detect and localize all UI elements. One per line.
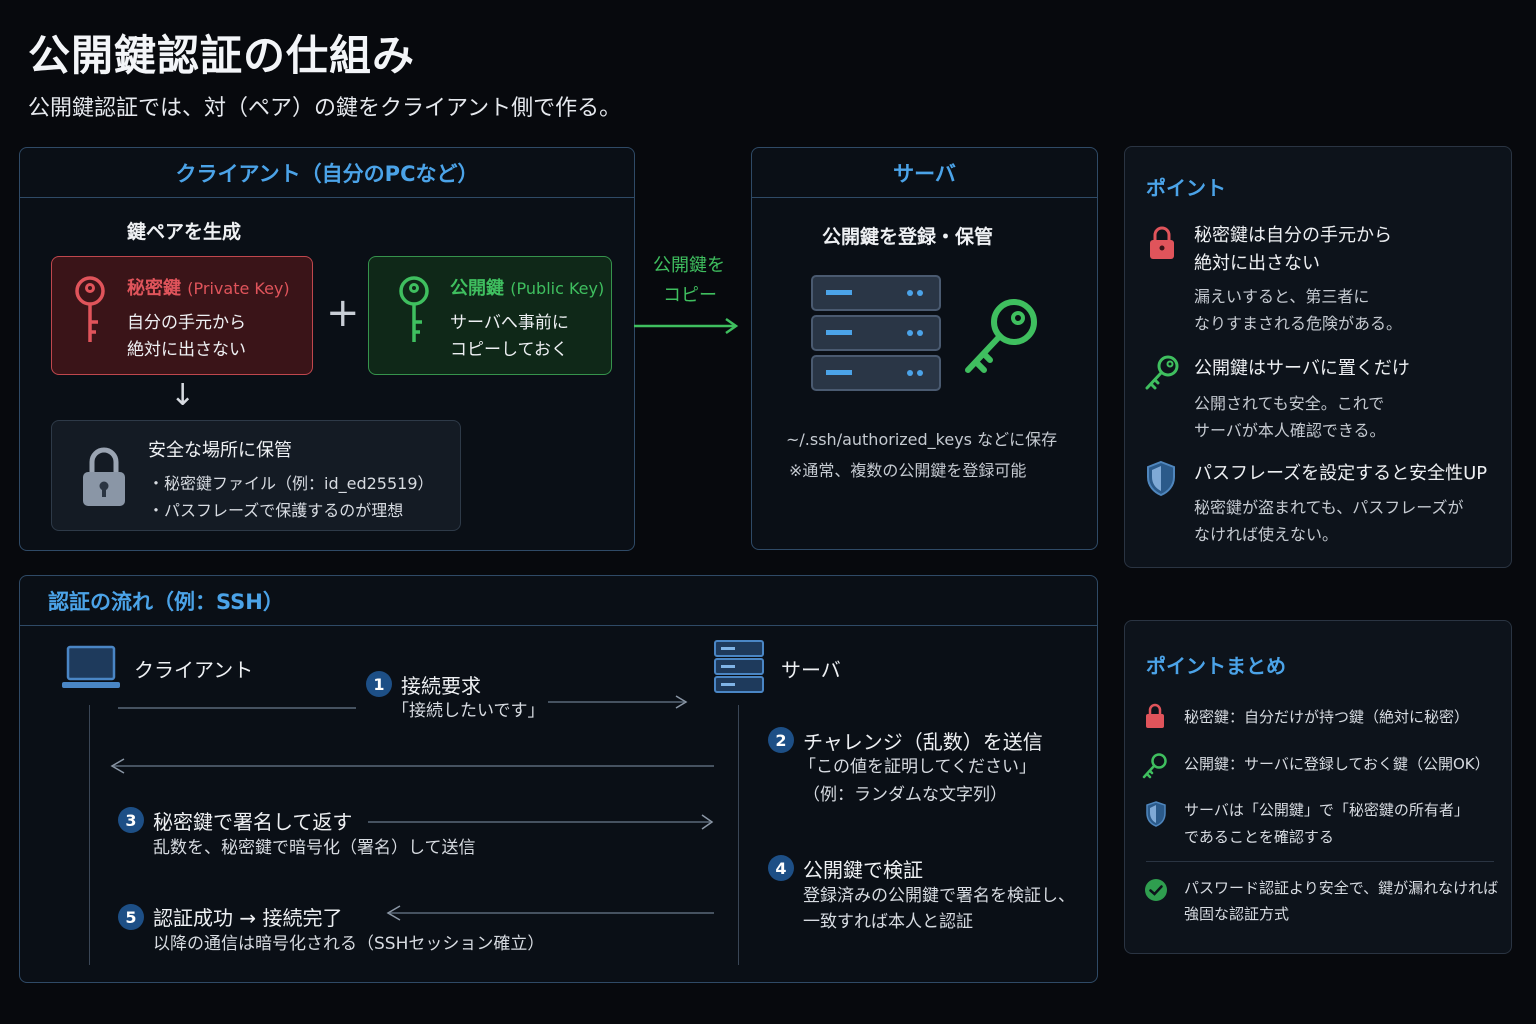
copy-arrow [634, 317, 739, 335]
private-key-box [51, 256, 313, 375]
server-key-icon [965, 299, 1037, 373]
storage-item-1: ・秘密鍵ファイル（例：id_ed25519） [148, 474, 434, 493]
register-label: 公開鍵を登録・保管 [822, 226, 994, 248]
client-panel-header: クライアント（自分のPCなど） [20, 148, 634, 198]
down-arrow: ↓ [170, 378, 196, 413]
step-2-desc-1: 「この値を証明してください」 [799, 757, 1036, 777]
point-2-title: 公開鍵はサーバに置くだけ [1194, 358, 1410, 379]
public-key-name: 公開鍵 [450, 278, 504, 299]
server-lifeline [738, 705, 739, 965]
summary-divider [1146, 861, 1494, 862]
server-note-2: ※通常、複数の公開鍵を登録可能 [789, 461, 1027, 480]
point-1-desc-1: 漏えいすると、第三者に [1194, 287, 1370, 306]
lock-icon [1150, 226, 1174, 259]
flow-panel-header: 認証の流れ（例：SSH） [20, 576, 1097, 626]
server-note-1: ~/.ssh/authorized_keys などに保存 [786, 430, 1058, 449]
point-2-desc-2: サーバが本人確認できる。 [1194, 421, 1386, 440]
step-5-title: 認証成功 → 接続完了 [153, 906, 343, 930]
generate-label: 鍵ペアを生成 [127, 221, 242, 243]
lock-icon [1146, 703, 1164, 728]
private-key-icon [75, 276, 105, 342]
copy-arrow-label-2: コピー [663, 285, 717, 306]
point-3-desc-1: 秘密鍵が盗まれても、パスフレーズが [1194, 498, 1464, 517]
server-panel-header: サーバ [752, 148, 1097, 198]
step-4-title: 公開鍵で検証 [803, 858, 923, 882]
step-1-desc: 「接続したいです」 [392, 701, 545, 721]
summary-panel [1124, 620, 1512, 954]
step-3-desc: 乱数を、秘密鍵で暗号化（署名）して送信 [153, 838, 476, 858]
flow-server-label: サーバ [781, 658, 841, 682]
public-key-icon [399, 276, 429, 342]
step-3-title: 秘密鍵で署名して返す [153, 810, 353, 834]
point-1-desc-2: なりすまされる危険がある。 [1194, 314, 1403, 333]
private-key-title: 秘密鍵 (Private Key) [127, 274, 290, 300]
key-icon [1142, 753, 1167, 779]
page-subtitle: 公開鍵認証では、対（ペア）の鍵をクライアント側で作る。 [28, 96, 622, 121]
key-icon [1145, 355, 1179, 390]
public-key-title: 公開鍵 (Public Key) [450, 274, 604, 300]
client-lifeline [89, 705, 90, 965]
storage-title: 安全な場所に保管 [148, 440, 292, 461]
summary-title: ポイントまとめ [1146, 654, 1286, 678]
step-4-desc-1: 登録済みの公開鍵で署名を検証し、 [803, 886, 1075, 906]
shield-icon [1147, 460, 1175, 497]
summary-item-4-line-2: 強固な認証方式 [1184, 905, 1290, 923]
page-title: 公開鍵認証の仕組み [28, 31, 416, 80]
check-icon [1145, 879, 1167, 901]
private-key-name-en: (Private Key) [187, 279, 290, 298]
summary-item-2: 公開鍵：サーバに登録しておく鍵（公開OK） [1184, 755, 1490, 773]
step-1-number: 1 [366, 671, 392, 697]
lock-icon [83, 447, 125, 506]
step-5-number: 5 [118, 904, 144, 930]
flow-panel: 認証の流れ（例：SSH） [19, 575, 1098, 983]
public-key-desc-2: コピーしておく [450, 340, 568, 360]
points-panel [1124, 146, 1512, 568]
step-1-title: 接続要求 [401, 674, 481, 698]
summary-item-4-line-1: パスワード認証より安全で、鍵が漏れなければ [1184, 879, 1499, 897]
laptop-icon [62, 645, 120, 688]
point-1-title-2: 絶対に出さない [1194, 253, 1320, 274]
step-5-desc: 以降の通信は暗号化される（SSHセッション確立） [153, 934, 545, 954]
storage-item-2: ・パスフレーズで保護するのが理想 [148, 501, 404, 520]
step-4-desc-2: 一致すれば本人と認証 [803, 912, 973, 932]
point-2-desc-1: 公開されても安全。これで [1194, 394, 1385, 413]
flow-client-label: クライアント [134, 658, 254, 682]
private-key-name: 秘密鍵 [127, 278, 181, 299]
summary-item-3-line-2: であることを確認する [1184, 828, 1334, 846]
plus-sign: + [326, 290, 360, 336]
server-small-icon [714, 640, 764, 693]
public-key-desc-1: サーバへ事前に [450, 313, 569, 333]
points-title: ポイント [1146, 176, 1226, 200]
private-key-desc-2: 絶対に出さない [127, 340, 246, 360]
point-3-title: パスフレーズを設定すると安全性UP [1194, 463, 1488, 484]
public-key-name-en: (Public Key) [510, 279, 605, 298]
copy-arrow-label-1: 公開鍵を [653, 255, 725, 276]
step-2-desc-2: （例：ランダムな文字列） [803, 785, 1007, 805]
shield-icon [1146, 801, 1166, 827]
point-3-desc-2: なければ使えない。 [1194, 525, 1339, 544]
public-key-box [368, 256, 612, 375]
private-key-desc-1: 自分の手元から [127, 313, 246, 333]
step-2-title: チャレンジ（乱数）を送信 [803, 730, 1043, 754]
step-2-number: 2 [768, 727, 794, 753]
summary-item-1: 秘密鍵：自分だけが持つ鍵（絶対に秘密） [1184, 708, 1470, 726]
point-1-title-1: 秘密鍵は自分の手元から [1194, 225, 1392, 246]
summary-item-3-line-1: サーバは「公開鍵」で「秘密鍵の所有者」 [1184, 801, 1469, 819]
step-3-number: 3 [118, 807, 144, 833]
server-icon [811, 275, 941, 391]
step-4-number: 4 [768, 855, 794, 881]
